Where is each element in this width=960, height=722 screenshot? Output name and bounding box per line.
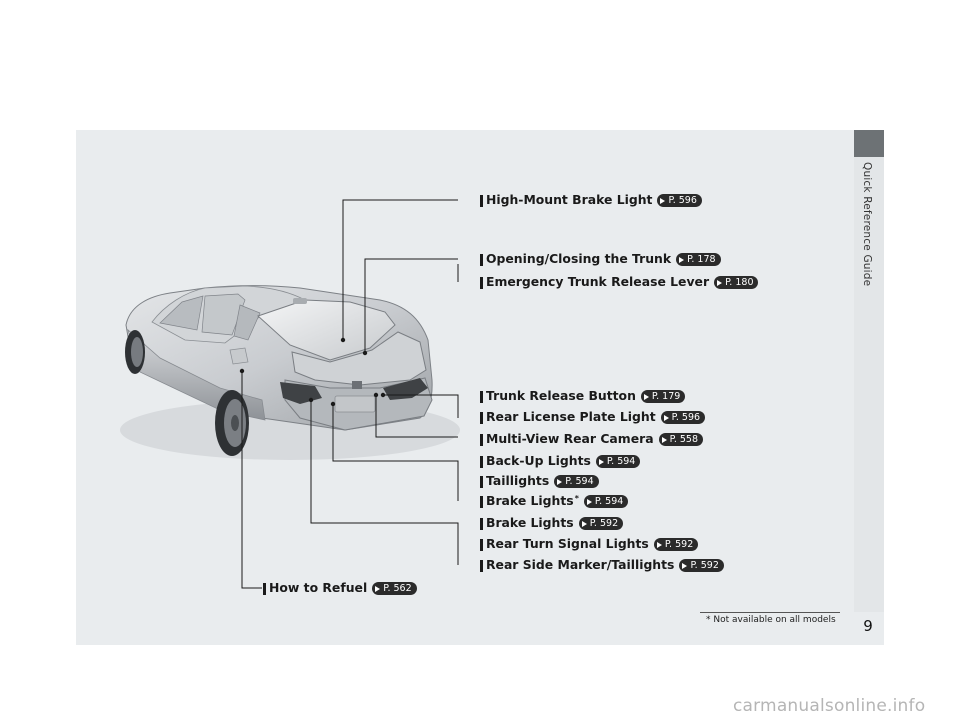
- page-ref-link[interactable]: P. 594: [583, 495, 629, 508]
- label-emergency-trunk-release: Emergency Trunk Release Lever P. 180: [480, 275, 759, 289]
- page-number: 9: [863, 617, 873, 635]
- label-multi-view-rear-camera: Multi-View Rear Camera P. 558: [480, 432, 703, 446]
- page-ref-link[interactable]: P. 592: [578, 517, 624, 530]
- page-ref-link[interactable]: P. 596: [657, 194, 702, 207]
- side-tab-label: Quick Reference Guide: [861, 162, 873, 287]
- side-tab: [854, 157, 884, 612]
- page-ref-link[interactable]: P. 592: [653, 538, 699, 551]
- footer-band: [76, 612, 884, 645]
- label-back-up-lights: Back-Up Lights P. 594: [480, 454, 641, 468]
- page-ref-link[interactable]: P. 179: [640, 390, 686, 403]
- footnote: * Not available on all models: [706, 615, 836, 625]
- label-opening-closing-trunk: Opening/Closing the Trunk P. 178: [480, 252, 721, 266]
- label-trunk-release-button: Trunk Release Button P. 179: [480, 389, 686, 403]
- label-rear-turn-signal-lights: Rear Turn Signal Lights P. 592: [480, 537, 699, 551]
- page-ref-link[interactable]: P. 178: [676, 253, 721, 266]
- page-ref-link[interactable]: P. 180: [714, 276, 759, 289]
- label-taillights: Taillights P. 594: [480, 474, 599, 488]
- label-brake-lights-optional: Brake Lights* P. 594: [480, 493, 629, 508]
- label-brake-lights: Brake Lights P. 592: [480, 516, 624, 530]
- label-how-to-refuel: How to Refuel P. 562: [263, 581, 417, 595]
- watermark: carmanualsonline.info: [733, 696, 926, 716]
- leader-dots: [239, 337, 386, 407]
- footnote-divider: [700, 612, 840, 613]
- page-ref-link[interactable]: P. 594: [595, 455, 641, 468]
- asterisk-note: *: [574, 493, 579, 503]
- page-ref-link[interactable]: P. 558: [658, 433, 703, 446]
- page-ref-link[interactable]: P. 594: [554, 475, 599, 488]
- leader-lines: [241, 199, 459, 589]
- side-tab-marker: [854, 130, 884, 157]
- page-ref-link[interactable]: P. 562: [372, 582, 417, 595]
- page-ref-link[interactable]: P. 592: [679, 559, 724, 572]
- label-rear-license-plate-light: Rear License Plate Light P. 596: [480, 410, 706, 424]
- car-illustration: [120, 285, 460, 460]
- label-high-mount-brake-light: High-Mount Brake Light P. 596: [480, 193, 702, 207]
- label-rear-side-marker-taillights: Rear Side Marker/Taillights P. 592: [480, 558, 724, 572]
- page-ref-link[interactable]: P. 596: [660, 411, 706, 424]
